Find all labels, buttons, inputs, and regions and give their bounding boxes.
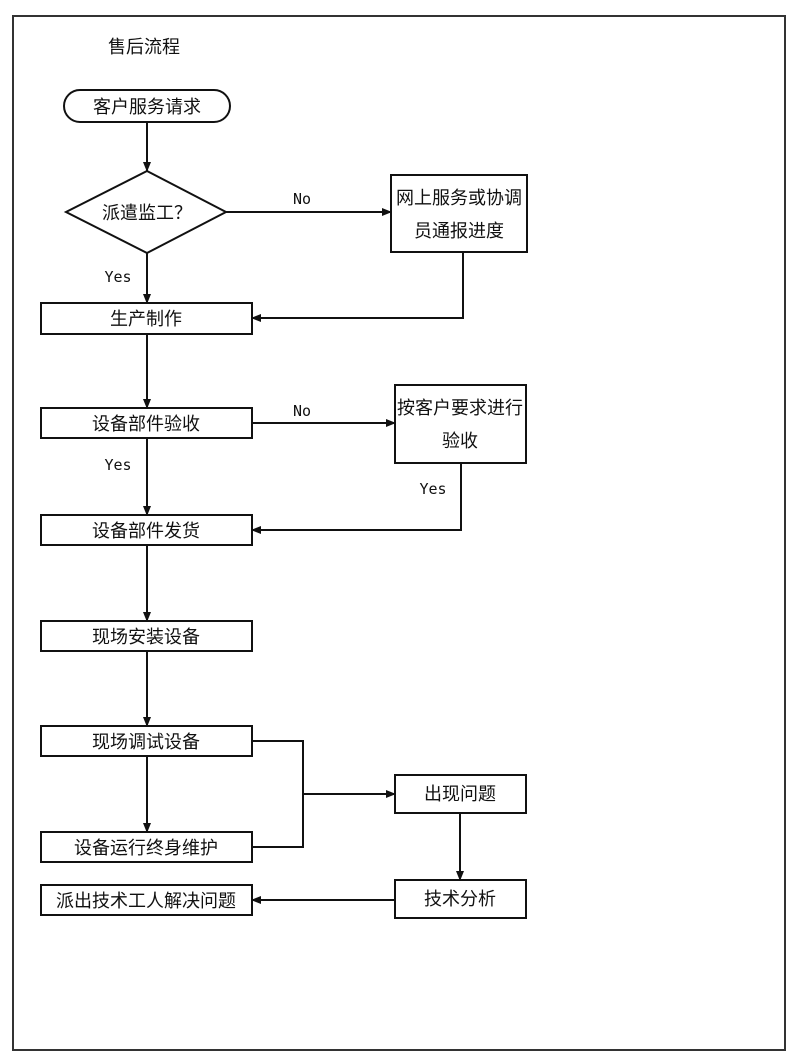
acceptance-node bbox=[40, 407, 253, 439]
production-node bbox=[40, 302, 253, 335]
shipping-node bbox=[40, 514, 253, 546]
debug-label: 现场调试设备 bbox=[92, 732, 200, 753]
edge-label-dispatch-no: No bbox=[293, 190, 311, 208]
shipping-label: 设备部件发货 bbox=[92, 521, 200, 542]
edge-label-acceptance-yes: Yes bbox=[104, 456, 131, 474]
analysis-node bbox=[394, 879, 527, 919]
dispatch-decision-label: 派遣监工？ bbox=[102, 203, 192, 224]
analysis-label: 技术分析 bbox=[424, 889, 496, 910]
install-node bbox=[40, 620, 253, 652]
edge-online-to-production bbox=[251, 252, 464, 322]
edge-bracket-debug-maintenance bbox=[252, 740, 304, 848]
custom-acceptance-node bbox=[394, 384, 527, 464]
online-service-label-line2: 员通报进度 bbox=[414, 221, 504, 242]
acceptance-label: 设备部件验收 bbox=[92, 414, 200, 435]
custom-acceptance-label-line1: 按客户要求进行 bbox=[397, 398, 523, 419]
install-label: 现场安装设备 bbox=[92, 627, 200, 648]
edge-label-acceptance-no: No bbox=[293, 402, 311, 420]
problem-label: 出现问题 bbox=[424, 784, 496, 805]
maintenance-label: 设备运行终身维护 bbox=[74, 838, 218, 859]
edge-label-dispatch-yes: Yes bbox=[104, 268, 131, 286]
send-worker-node bbox=[40, 884, 253, 916]
edge-custom-yes-to-shipping bbox=[251, 463, 462, 534]
online-service-node bbox=[390, 174, 528, 253]
send-worker-label: 派出技术工人解决问题 bbox=[56, 891, 236, 912]
production-label: 生产制作 bbox=[110, 309, 182, 330]
edge-label-custom-yes: Yes bbox=[419, 480, 446, 498]
custom-acceptance-label-line2: 验收 bbox=[442, 431, 478, 452]
online-service-label-line1: 网上服务或协调 bbox=[396, 188, 522, 209]
diagram-title: 售后流程 bbox=[108, 37, 180, 58]
start-node-label: 客户服务请求 bbox=[93, 97, 201, 118]
diagram-frame bbox=[12, 15, 786, 1051]
